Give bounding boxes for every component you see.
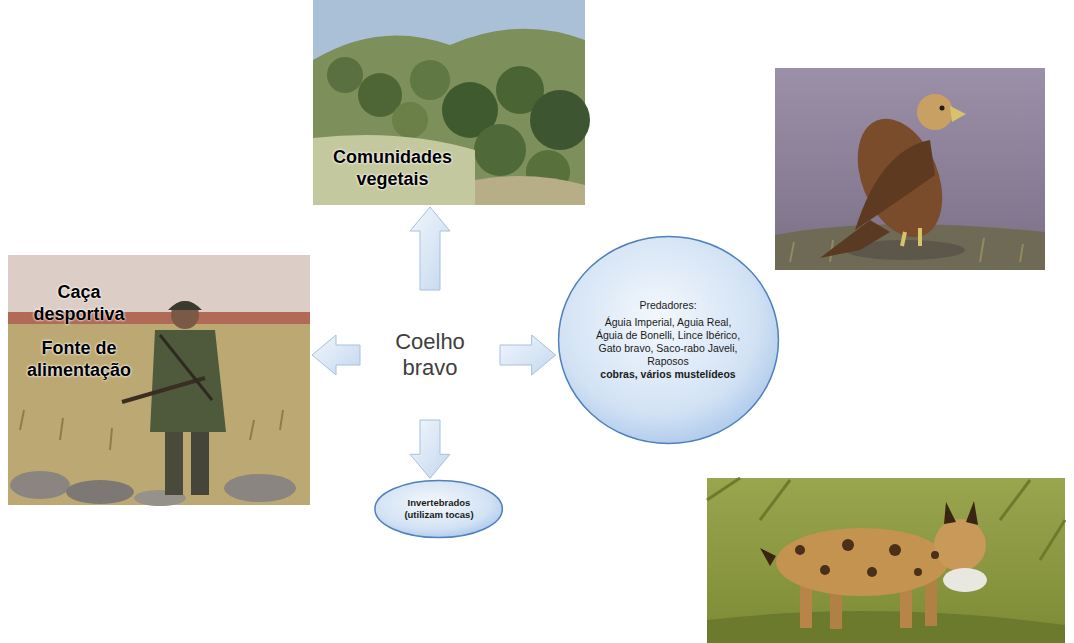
eagle-photo-part <box>918 228 922 246</box>
vegetation-photo-part <box>474 124 526 176</box>
lynx-photo-part <box>931 551 939 559</box>
eagle-photo-part <box>917 94 953 130</box>
lynx-photo-part <box>914 568 922 576</box>
eagle-photo <box>775 68 1045 270</box>
lynx-photo <box>707 478 1065 643</box>
lynx-photo-part <box>889 544 901 556</box>
lynx-photo-part <box>707 611 1065 643</box>
lynx-photo-part <box>776 528 948 596</box>
hunter-photo-part <box>224 474 296 502</box>
node-text: Águia Imperial, Aguia Real, Águia de Bon… <box>593 316 743 368</box>
vegetation-photo-part <box>530 90 590 150</box>
predator-circle-fill <box>558 236 778 443</box>
eagle-photo-part <box>790 238 1023 262</box>
hunter-photo-part <box>10 471 70 499</box>
lynx-photo-part <box>943 568 987 592</box>
node-text: Coelho bravo <box>380 329 480 381</box>
eagle-photo-part <box>820 220 890 258</box>
eagle-photo-part <box>775 68 1045 270</box>
node-text: Caça desportiva <box>18 281 140 325</box>
invertebrate-ellipse: Invertebrados (utilizam tocas) <box>374 480 503 538</box>
block-arrow <box>410 207 450 290</box>
lynx-photo-part <box>934 519 986 571</box>
vegetation-photo <box>313 0 590 205</box>
eagle-photo-part <box>855 140 935 230</box>
eagle-photo-part <box>902 232 905 246</box>
lynx-photo-part <box>842 539 854 551</box>
invertebrate-ellipse-fill <box>375 480 502 537</box>
node-text: Predadores: <box>593 299 743 312</box>
hunter-photo-part <box>8 324 310 505</box>
lynx-photo-part <box>925 578 937 626</box>
block-arrow <box>312 335 360 375</box>
block-arrow <box>500 335 556 375</box>
eagle-photo-part <box>950 106 966 122</box>
node-text: Comunidades vegetais <box>325 146 460 190</box>
vegetation-photo-part <box>327 57 363 93</box>
hunter-photo-part <box>122 378 205 402</box>
lynx-photo-part <box>820 565 830 575</box>
photo-box: Comunidades vegetais <box>313 0 585 205</box>
lynx-photo-part <box>966 501 978 525</box>
lynx-photo-part <box>795 545 805 555</box>
vegetation-photo-part <box>410 60 450 100</box>
vegetation-photo-part <box>392 102 428 138</box>
central-topic: Coelho bravo <box>360 290 500 420</box>
hunter-photo-part <box>168 301 202 310</box>
node-text: cobras, vários mustelídeos <box>593 368 743 381</box>
predator-circle: Predadores: Águia Imperial, Aguia Real, Á… <box>557 235 780 445</box>
lynx-photo-part <box>760 548 776 566</box>
lynx-photo-part <box>944 502 956 524</box>
photo-box: Caça desportivaFonte de alimentação <box>8 255 310 505</box>
block-arrow <box>410 420 450 478</box>
hunter-photo <box>8 255 310 506</box>
lynx-photo-part <box>707 478 1065 643</box>
node-text: Invertebrados (utilizam tocas) <box>397 497 481 521</box>
eagle-photo-part <box>940 106 945 111</box>
hunter-photo-part <box>160 335 212 400</box>
vegetation-photo-part <box>313 135 475 205</box>
lynx-photo-part <box>867 567 877 577</box>
vegetation-photo-part <box>475 176 585 205</box>
node-text: Fonte de alimentação <box>18 337 140 381</box>
hunter-photo-part <box>66 480 134 504</box>
hunter-photo-part <box>8 255 310 325</box>
